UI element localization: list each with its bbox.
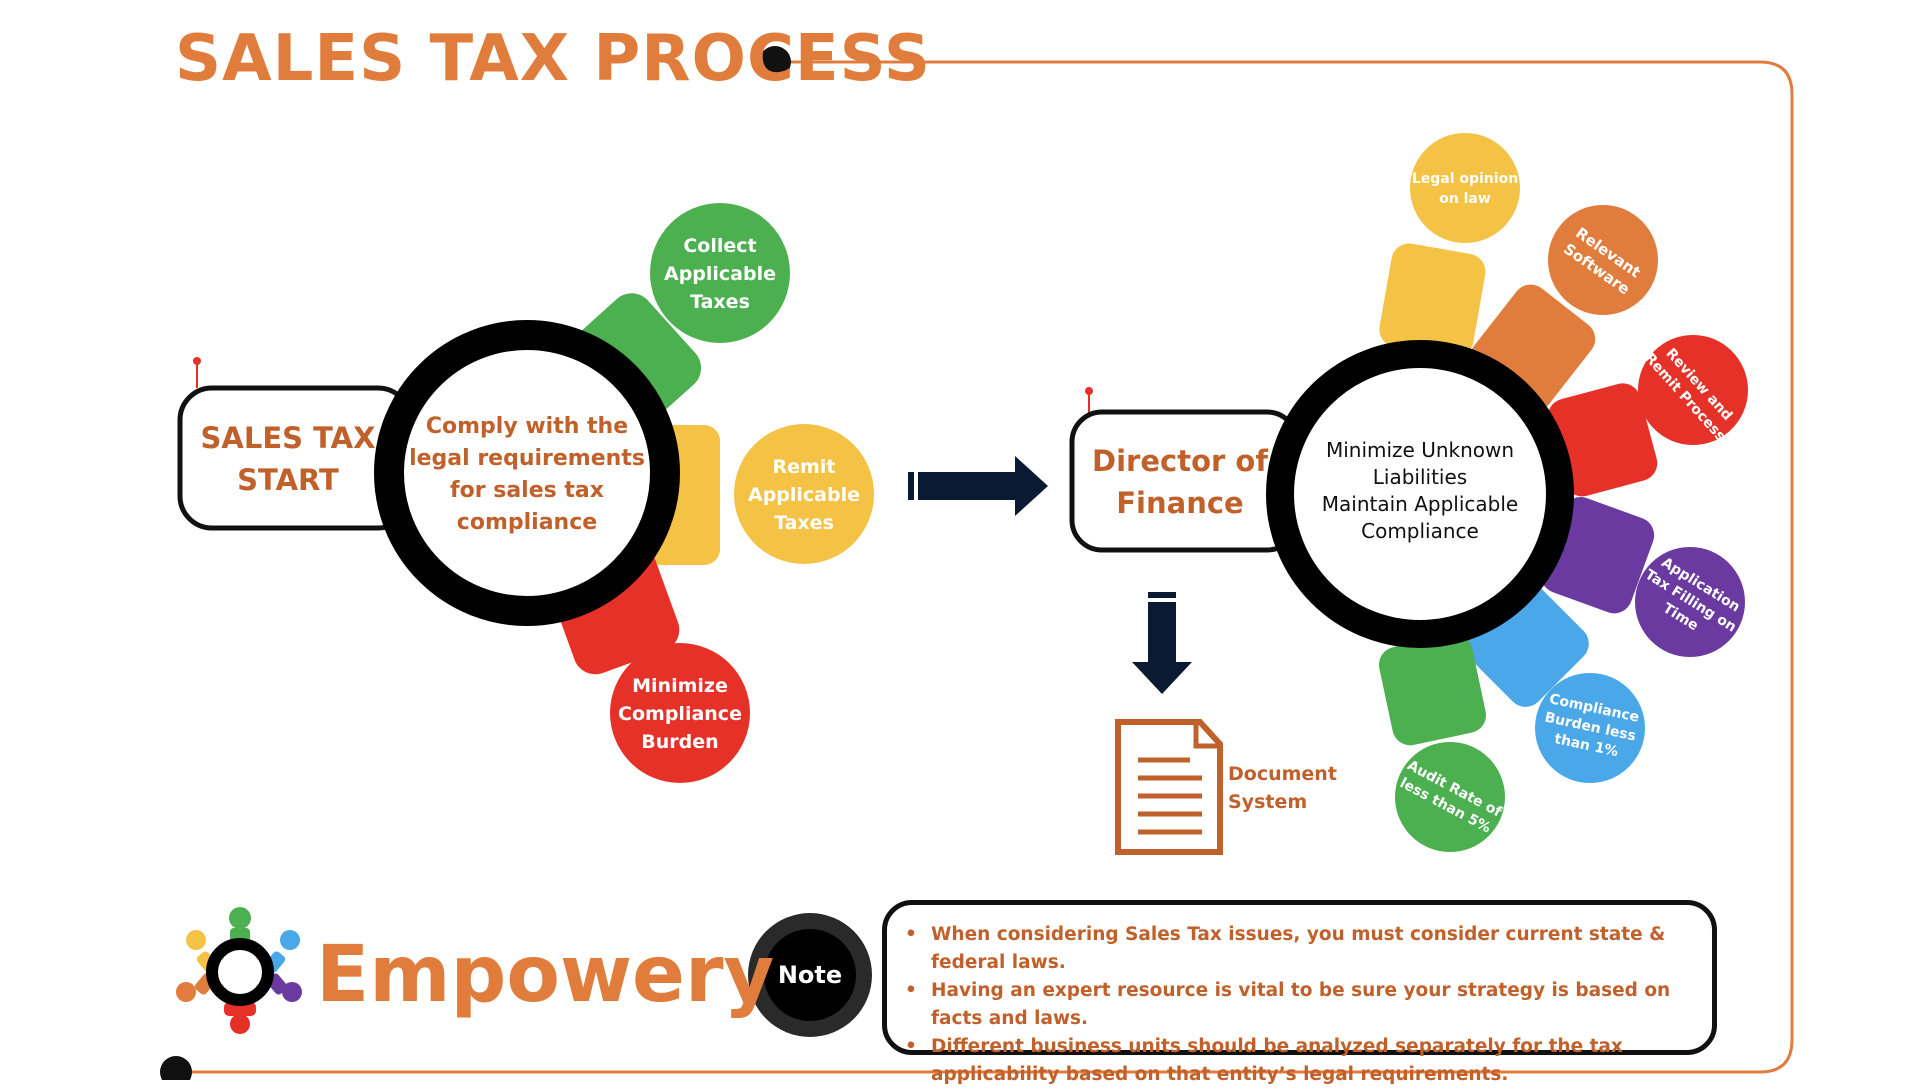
frame-dot-top	[759, 46, 791, 78]
circle-collect-line-2: Taxes	[690, 291, 750, 313]
circle-minimize-text: Minimize Compliance Burden	[618, 675, 742, 753]
director-line1: Director of	[1092, 444, 1268, 478]
circle-legal-text: Legal opinion on law	[1412, 171, 1518, 207]
hub1-line-3: compliance	[457, 510, 597, 535]
hub2-ring	[1266, 340, 1574, 648]
circle-compliance-burden	[1535, 673, 1645, 783]
logo-text: Empowery	[316, 930, 775, 1020]
hub2-line-3: Compliance	[1361, 519, 1479, 543]
note-item: Having an expert resource is vital to be…	[905, 977, 1694, 1033]
arrow-right-icon	[908, 456, 1048, 516]
circle-review	[1638, 335, 1748, 445]
circle-software	[1548, 205, 1658, 315]
pin-dot-director	[1085, 387, 1093, 395]
circle-remit-line-1: Applicable	[748, 484, 860, 506]
hub2-line-1: Liabilities	[1373, 465, 1467, 489]
hub1-line-0: Comply with the	[426, 414, 628, 439]
circle-legal	[1410, 133, 1520, 243]
note-label: Note	[778, 961, 842, 989]
hub2-line-0: Minimize Unknown	[1326, 438, 1514, 462]
circle-minimize-line-1: Compliance	[618, 703, 742, 725]
notes-box: When considering Sales Tax issues, you m…	[882, 900, 1717, 1085]
circle-application	[1635, 547, 1745, 657]
document-line2: System	[1228, 791, 1307, 813]
hub2-line-2: Maintain Applicable	[1322, 492, 1518, 516]
circle-remit-text: Remit Applicable Taxes	[748, 456, 860, 534]
start-box-line2: START	[237, 463, 339, 497]
pin-dot-start	[193, 357, 201, 365]
circle-remit-line-2: Taxes	[774, 512, 834, 534]
circle-minimize-line-2: Burden	[641, 731, 718, 753]
hub2-text: Minimize Unknown Liabilities Maintain Ap…	[1322, 438, 1518, 543]
circle-legal-line-1: on law	[1439, 191, 1491, 207]
petal2-green	[1378, 634, 1486, 746]
arrow-down-icon	[1132, 592, 1192, 694]
start-box-line1: SALES TAX	[201, 421, 376, 455]
note-item: When considering Sales Tax issues, you m…	[905, 921, 1694, 977]
petal2-yellow	[1379, 243, 1486, 358]
circle-legal-line-0: Legal opinion	[1412, 171, 1518, 187]
hub1-ring	[374, 320, 680, 626]
director-line2: Finance	[1116, 486, 1243, 520]
circle-minimize-line-0: Minimize	[632, 675, 728, 697]
circle-audit	[1395, 742, 1505, 852]
page-title: SALES TAX PROCESS	[175, 22, 931, 96]
frame-dot-bottom	[160, 1056, 192, 1080]
circle-minimize	[610, 643, 750, 783]
circle-collect-text: Collect Applicable Taxes	[664, 235, 776, 313]
empowery-logo-icon	[176, 907, 302, 1034]
frame-line	[175, 60, 1794, 1074]
hub1-line-2: for sales tax	[450, 478, 604, 503]
director-box	[1069, 409, 1300, 553]
circle-remit	[734, 424, 874, 564]
circle-collect-line-0: Collect	[683, 235, 756, 257]
circle-collect	[650, 203, 790, 343]
circle-remit-line-0: Remit	[773, 456, 836, 478]
circle-collect-line-1: Applicable	[664, 263, 776, 285]
hub1-line-1: legal requirements	[409, 446, 645, 471]
document-line1: Document	[1228, 763, 1337, 785]
note-item: Different business units should be analy…	[905, 1033, 1694, 1089]
hub1-text: Comply with the legal requirements for s…	[409, 414, 645, 535]
notes-list: When considering Sales Tax issues, you m…	[905, 921, 1694, 1089]
document-icon	[1115, 719, 1223, 855]
petal2-red	[1547, 383, 1658, 497]
note-badge-inner	[764, 929, 856, 1021]
